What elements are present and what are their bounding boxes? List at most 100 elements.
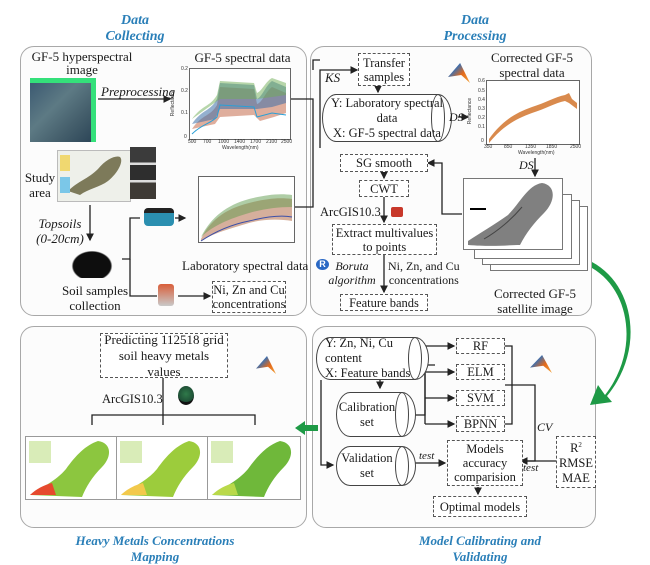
gf5-xtick: 1000 [218,139,230,145]
study-area-label: Study area [22,170,58,200]
title-line: Collecting [105,29,165,44]
label-line: Topsoils [38,216,82,231]
calibration-set-cylinder: Calibration set [336,392,416,437]
arcgis-toolbox-icon [391,207,403,217]
model-rf-box: RF [456,338,505,354]
label-line: Y: Laboratory spectral [331,95,443,110]
metric-rmse: RMSE [558,456,594,471]
gf5-image-label: GF-5 hyperspectral image [31,49,133,77]
green-curved-arrow [590,262,631,405]
label-line: Predicting 112518 grid [104,331,224,347]
metric-mae: MAE [562,471,590,486]
section-title-data-collecting: Data Collecting [60,13,210,45]
arcgis-label: ArcGIS10.3 [320,205,381,219]
label-line: data [376,110,398,125]
preprocessing-label: Preprocessing [101,84,176,99]
cylinder-cap [395,392,409,437]
title-line: Heavy Metals Concentrations [75,533,235,548]
label-line: Boruta [335,259,369,273]
label-line: Corrected GF-5 [491,50,573,65]
ds2-label: DS [519,158,534,172]
soil-profile-photos [130,147,156,199]
spectrometer-icon [144,208,174,226]
xrf-analyzer-icon [158,284,174,306]
transfer-samples-box: Transfer samples [358,53,410,86]
optimal-models-box: Optimal models [433,496,527,517]
label-line: concentrations [212,297,286,311]
lab-spectra-lines [200,194,293,242]
cylinder-cap [431,94,445,142]
label-line: Models [466,442,504,456]
section-title-model: Model Calibrating and Validating [380,533,580,565]
label-line: set [360,414,374,429]
r-logo-icon: R [316,259,329,270]
label-line: set [360,466,374,480]
gf5-xtick: 700 [203,139,212,145]
corrected-spectra-line [489,93,577,143]
label-line: Ni, Zn and Cu [213,283,285,297]
map-ni [25,436,118,500]
corrected-xtick: 850 [504,144,513,150]
corrected-xtick: 2500 [570,144,582,150]
label-line: concentrations [388,273,459,287]
label-line: accuracy [462,456,508,470]
corrected-ytick: 0.6 [478,78,485,84]
cwt-box: CWT [359,180,409,197]
gf5-xtick: 2100 [266,139,278,145]
label-line: Corrected GF-5 [494,286,576,301]
title-line: Model Calibrating and [418,533,542,548]
label-line: X: GF-5 spectral data [333,125,441,140]
ks-label: KS [325,70,341,85]
extract-multivalues-box: Extract multivalues to points [332,224,437,255]
title-line: Mapping [130,549,180,564]
gf5-spectral-chart [189,68,291,140]
title-line: Data [121,13,149,28]
gf5-xtick: 1700 [250,139,262,145]
corrected-xtick: 350 [484,144,493,150]
cylinder-cap [408,337,422,380]
label-line: comparision [454,470,516,484]
soil-samples-label: Soil samples collection [50,283,140,313]
gf5-xtick: 1400 [234,139,246,145]
section-title-data-processing: Data Processing [410,13,540,45]
metric-r2-text: R [570,441,579,456]
title-line: Processing [443,29,507,44]
predicting-box: Predicting 112518 grid soil heavy metals… [100,331,228,379]
study-area-map [57,150,131,202]
corrected-ytick: 0.5 [478,88,485,94]
ds-label: DS [449,110,464,124]
lab-spectral-chart [198,176,295,243]
feature-bands-box: Feature bands [340,294,428,311]
gf5-spectral-title: GF-5 spectral data [194,50,291,65]
corrected-ytick: 0.1 [478,124,485,130]
concentrations-box: Ni, Zn and Cu concentrations [212,281,286,313]
label-line: Validation [341,451,393,465]
label-line: Extract multivalues [335,225,434,240]
label-line: Ni, Zn, and Cu [388,259,460,273]
gf5-xtick: 2500 [281,139,293,145]
gf5-hyperspectral-image [30,78,96,142]
metric-r2-sup: 2 [578,440,582,449]
metrics-box: R2 RMSE MAE [556,436,596,488]
label-line: Transfer [363,55,405,70]
label-line: Study [24,170,56,185]
arcgis-globe-icon [178,386,194,405]
cylinder-cap [395,446,409,486]
corrected-spectral-chart [486,80,580,145]
label-line: X: Feature bands [325,366,411,380]
label-line: satellite image [497,301,573,316]
title-line: Validating [452,549,508,564]
gf5-ytick: 0 [184,134,187,140]
gf5-ytick: 0.2 [181,66,188,72]
label-line: Soil samples [61,283,129,298]
corrected-satellite-label: Corrected GF-5 satellite image [490,286,580,316]
corrected-satellite-image [463,178,563,250]
model-svm-box: SVM [456,390,505,406]
soil-sample-pile [68,248,116,278]
corrected-ylabel: Reflectance [467,97,474,125]
label-line: Calibration [338,399,396,414]
corrected-ytick: 0.2 [478,115,485,121]
label-line: to points [362,239,407,254]
lab-spectral-title: Laboratory spectral data [182,258,309,273]
gf5-xtick: 500 [188,139,197,145]
